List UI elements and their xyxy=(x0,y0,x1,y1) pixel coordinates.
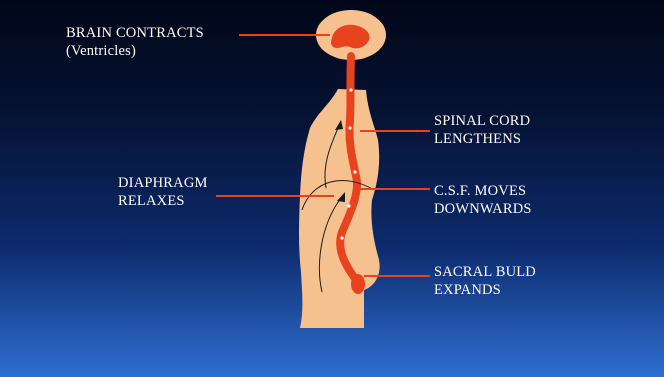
csf-line1: C.S.F. MOVES xyxy=(434,182,532,200)
csf-line2: DOWNWARDS xyxy=(434,200,532,218)
brain-contracts-text: BRAIN CONTRACTS xyxy=(66,24,204,42)
csf-flow-dot xyxy=(348,126,351,129)
csf-flow-dot xyxy=(340,236,343,239)
ventricles-text: (Ventricles) xyxy=(66,42,204,60)
csf-flow-dot xyxy=(347,204,350,207)
brain-contracts-label: BRAIN CONTRACTS (Ventricles) xyxy=(66,24,204,60)
sacral-label: SACRAL BULD EXPANDS xyxy=(434,263,536,299)
diaphragm-label: DIAPHRAGM RELAXES xyxy=(118,174,208,210)
sacral-line1: SACRAL BULD xyxy=(434,263,536,281)
sacral-bulb xyxy=(351,274,365,294)
diaphragm-line1: DIAPHRAGM xyxy=(118,174,208,192)
csf-flow-dot xyxy=(349,88,352,91)
csf-label: C.S.F. MOVES DOWNWARDS xyxy=(434,182,532,218)
csf-flow-dot xyxy=(353,170,356,173)
diaphragm-line2: RELAXES xyxy=(118,192,208,210)
sacral-line2: EXPANDS xyxy=(434,281,536,299)
spinal-cord-line2: LENGTHENS xyxy=(434,130,530,148)
spinal-cord-label: SPINAL CORD LENGTHENS xyxy=(434,112,530,148)
spinal-cord-line1: SPINAL CORD xyxy=(434,112,530,130)
